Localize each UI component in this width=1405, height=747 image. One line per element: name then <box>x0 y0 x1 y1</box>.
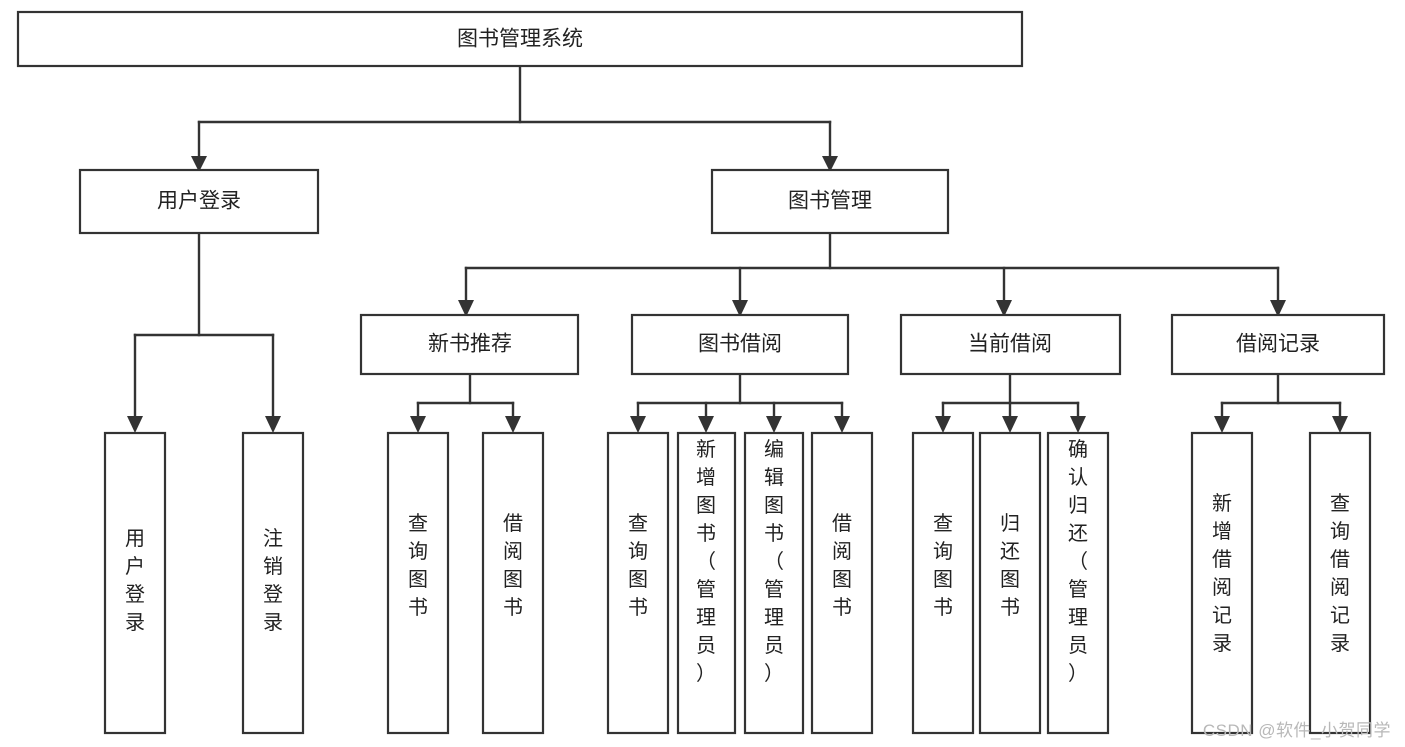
leaf-query-book-1-label: 查询图书 <box>408 512 428 619</box>
leaf-borrow-book-1-label: 借阅图书 <box>503 512 523 619</box>
leaf-add-borrow-record-box[interactable] <box>1190 431 1254 735</box>
leaf-borrow-book-2-label: 借阅图书 <box>832 512 852 619</box>
leaf-logout-label: 注销登录 <box>263 527 283 634</box>
leaf-borrow-book-1-box[interactable] <box>481 431 545 735</box>
node-book-management-box[interactable] <box>710 168 950 235</box>
node-borrow-records-label: 借阅记录 <box>1236 333 1320 356</box>
leaf-return-book-label: 归还图书 <box>1000 512 1020 619</box>
arrow-head-leaf-add-record <box>1214 416 1230 433</box>
leaf-borrow-book-2-box[interactable] <box>810 431 874 735</box>
leaf-query-book-2-label: 查询图书 <box>628 512 648 619</box>
arrow-head-leaf-query-record <box>1332 416 1348 433</box>
leaf-borrow-book-1[interactable]: 借阅图书 <box>481 431 545 735</box>
node-root-box[interactable] <box>16 10 1024 68</box>
leaf-add-borrow-record[interactable]: 新增借阅记录 <box>1190 431 1254 735</box>
node-current-borrow-box[interactable] <box>899 313 1122 376</box>
node-root[interactable]: 图书管理系统 <box>16 10 1024 68</box>
leaf-logout[interactable]: 注销登录 <box>241 431 305 735</box>
leaf-edit-book-admin-label: 编辑图书（管理员） <box>764 438 784 685</box>
arrow-head-leaf-user-login <box>127 416 143 433</box>
arrow-head-leaf-borrow-book-2 <box>834 416 850 433</box>
leaf-confirm-return-admin-label: 确认归还（管理员） <box>1068 438 1088 685</box>
arrow-head-leaf-confirm-return <box>1070 416 1086 433</box>
leaf-return-book[interactable]: 归还图书 <box>978 431 1042 735</box>
node-book-borrow[interactable]: 图书借阅 <box>630 313 850 376</box>
leaf-query-book-3[interactable]: 查询图书 <box>911 431 975 735</box>
node-book-management[interactable]: 图书管理 <box>710 168 950 235</box>
arrow-head-current <box>996 300 1012 317</box>
leaf-edit-book-admin-box[interactable] <box>743 431 805 735</box>
leaf-add-borrow-record-label: 新增借阅记录 <box>1212 492 1232 655</box>
leaf-query-borrow-record-box[interactable] <box>1308 431 1372 735</box>
csdn-watermark: CSDN @软件_小贺同学 <box>1202 721 1391 740</box>
leaf-user-login-box[interactable] <box>103 431 167 735</box>
arrow-head-leaf-query-book-3 <box>935 416 951 433</box>
arrow-head-leaf-add-book <box>698 416 714 433</box>
leaf-query-borrow-record[interactable]: 查询借阅记录 <box>1308 431 1372 735</box>
node-user-login-box[interactable] <box>78 168 320 235</box>
node-user-login-label: 用户登录 <box>157 190 241 213</box>
node-book-borrow-label: 图书借阅 <box>698 333 782 356</box>
node-new-book-recommend-box[interactable] <box>359 313 580 376</box>
arrow-head-newbook <box>458 300 474 317</box>
leaf-query-book-3-label: 查询图书 <box>933 512 953 619</box>
node-new-book-recommend-label: 新书推荐 <box>428 333 512 356</box>
arrow-head-leaf-return-book <box>1002 416 1018 433</box>
node-user-login[interactable]: 用户登录 <box>78 168 320 235</box>
leaf-query-book-1[interactable]: 查询图书 <box>386 431 450 735</box>
leaf-query-borrow-record-label: 查询借阅记录 <box>1330 492 1350 655</box>
node-root-label: 图书管理系统 <box>457 28 583 51</box>
arrow-head-leaf-logout <box>265 416 281 433</box>
leaf-borrow-book-2[interactable]: 借阅图书 <box>810 431 874 735</box>
arrow-head-leaf-edit-book <box>766 416 782 433</box>
leaf-query-book-2[interactable]: 查询图书 <box>606 431 670 735</box>
arrow-head-borrow <box>732 300 748 317</box>
node-book-management-label: 图书管理 <box>788 190 872 213</box>
arrow-head-records <box>1270 300 1286 317</box>
arrow-head-user-login <box>191 156 207 172</box>
arrow-head-leaf-query-book-1 <box>410 416 426 433</box>
leaf-return-book-box[interactable] <box>978 431 1042 735</box>
node-book-borrow-box[interactable] <box>630 313 850 376</box>
leaf-confirm-return-admin-box[interactable] <box>1046 431 1110 735</box>
leaf-add-book-admin-box[interactable] <box>676 431 737 735</box>
arrow-head-leaf-borrow-book-1 <box>505 416 521 433</box>
arrow-head-leaf-query-book-2 <box>630 416 646 433</box>
leaf-logout-box[interactable] <box>241 431 305 735</box>
node-new-book-recommend[interactable]: 新书推荐 <box>359 313 580 376</box>
leaf-add-book-admin-label: 新增图书（管理员） <box>696 438 716 685</box>
node-borrow-records[interactable]: 借阅记录 <box>1170 313 1386 376</box>
node-current-borrow-label: 当前借阅 <box>968 333 1052 356</box>
leaf-query-book-1-box[interactable] <box>386 431 450 735</box>
connector-layer <box>127 64 1348 433</box>
node-current-borrow[interactable]: 当前借阅 <box>899 313 1122 376</box>
node-borrow-records-box[interactable] <box>1170 313 1386 376</box>
leaf-user-login[interactable]: 用户登录 <box>103 431 167 735</box>
leaf-confirm-return-admin[interactable]: 确认归还（管理员） <box>1046 431 1110 735</box>
leaf-user-login-label: 用户登录 <box>125 528 145 634</box>
leaf-query-book-3-box[interactable] <box>911 431 975 735</box>
leaf-edit-book-admin[interactable]: 编辑图书（管理员） <box>743 431 805 735</box>
arrow-head-book-mgmt <box>822 156 838 172</box>
leaf-query-book-2-box[interactable] <box>606 431 670 735</box>
leaf-add-book-admin[interactable]: 新增图书（管理员） <box>676 431 737 735</box>
